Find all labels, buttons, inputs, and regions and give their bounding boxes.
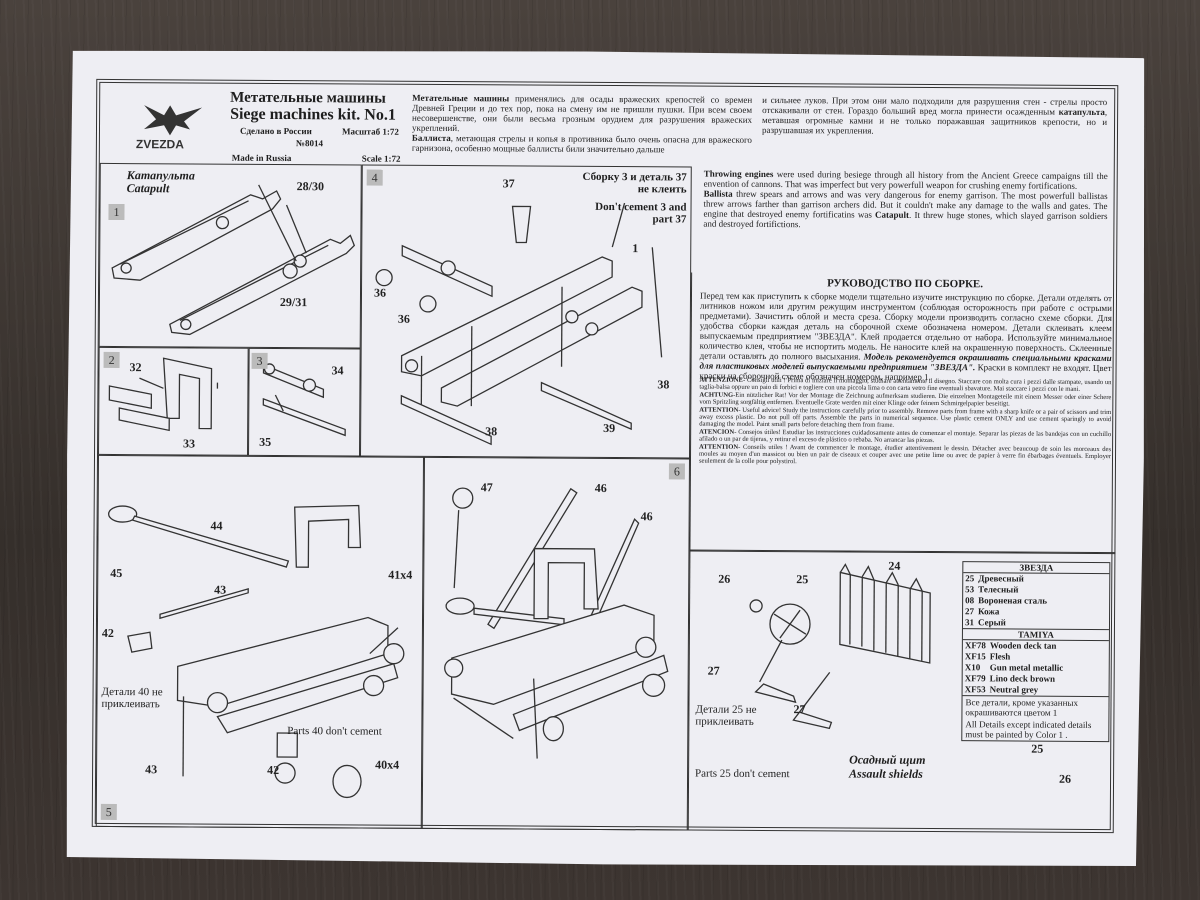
- step-7-note-ru: Детали 25 не приклеивать: [695, 703, 757, 728]
- step-2-number: 2: [104, 352, 120, 368]
- step-5-note-en: Parts 40 don't cement: [287, 725, 382, 738]
- assembly-ru-text: Перед тем как приступить к сборке модели…: [699, 290, 1113, 382]
- step-6-drawing: [423, 458, 690, 831]
- title-en: Siege machines kit. No.1: [230, 105, 396, 124]
- note-en: ATTENTION- Useful advice! Study the inst…: [699, 406, 1112, 430]
- zvezda-logo: ZVEZDA: [130, 101, 225, 152]
- made-ru: Сделано в России: [239, 125, 312, 137]
- step-7-drawing: [689, 552, 961, 834]
- part-label: 47: [480, 480, 493, 495]
- part-label: 28/30: [296, 179, 325, 194]
- part-label: 24: [888, 558, 901, 573]
- part-label: 42: [267, 762, 280, 778]
- instruction-sheet: ZVEZDA Метательные машины Siege machines…: [64, 47, 1149, 870]
- part-label: 25: [1031, 741, 1044, 756]
- paint-note-ru: Все детали, кроме указанных окрашиваются…: [962, 695, 1108, 719]
- paint-brand-tamiya: TAMIYA: [963, 628, 1109, 641]
- part-label: 46: [594, 480, 607, 496]
- step-5-note-ru: Детали 40 не приклеивать: [101, 685, 163, 711]
- assembly-multilang: ATTENZIONE- Consigli utili ! Prima di in…: [699, 377, 1112, 468]
- part-label: 39: [603, 420, 616, 436]
- brand-name: ZVEZDA: [136, 137, 184, 151]
- part-label: 46: [640, 509, 653, 524]
- assembly-heading: РУКОВОДСТВО ПО СБОРКЕ.: [827, 277, 984, 291]
- step-2-panel: 2 32 33: [98, 347, 249, 456]
- step-4-number: 4: [367, 170, 383, 186]
- step-1-panel: Катапульта Catapult 1 28/30 29/31: [99, 163, 362, 349]
- step-4-panel: 4 Сборку 3 и деталь 37 не клеить Don't c…: [360, 165, 692, 459]
- step-4-note-ru: Сборку 3 и деталь 37 не клеить: [582, 170, 687, 196]
- note-fr: ATTENTION- Conseils utiles ! Avant de co…: [698, 443, 1112, 466]
- step-5-panel: 5 44 45 43 42 41x4 43 42 40x4 Детали 40 …: [96, 455, 424, 829]
- sheet-frame: ZVEZDA Метательные машины Siege machines…: [92, 79, 1119, 833]
- part-label: 27: [707, 663, 720, 678]
- part-label: 32: [129, 360, 142, 375]
- step-5-drawing: [97, 456, 424, 829]
- step-1-title-en: Catapult: [126, 181, 170, 196]
- step-3-panel: 3 34 35: [248, 348, 361, 457]
- part-label: 45: [110, 565, 123, 581]
- step-7-panel: 26 25 24 27 27 25 26 Детали 25 не прикле…: [688, 551, 1116, 834]
- part-label: 29/31: [279, 295, 308, 310]
- part-label: 43: [214, 582, 227, 597]
- part-label: 42: [101, 625, 114, 640]
- part-label: 26: [1059, 771, 1072, 786]
- scale-en: Scale 1:72: [361, 153, 401, 164]
- part-label: 38: [485, 424, 498, 439]
- step-1-drawing: [100, 164, 362, 349]
- part-label: 34: [331, 363, 344, 378]
- paint-note-en: All Details except indicated details mus…: [965, 719, 1092, 740]
- part-label: 1: [632, 241, 639, 256]
- part-label: 35: [259, 434, 272, 449]
- intro-ru-left: Метательные машины применялись для осады…: [411, 92, 753, 155]
- step-6-number: 6: [669, 463, 685, 479]
- made-en: Made in Russia: [231, 152, 292, 164]
- step-4-drawing: [361, 166, 692, 459]
- step-7-title-en: Assault shields: [849, 766, 923, 781]
- part-label: 26: [718, 571, 731, 586]
- kit-number: №8014: [295, 138, 323, 149]
- step-1-number: 1: [108, 204, 124, 220]
- part-label: 37: [502, 176, 515, 191]
- assembly-instructions-panel: РУКОВОДСТВО ПО СБОРКЕ. Перед тем как при…: [689, 273, 1117, 554]
- part-label: 40x4: [375, 757, 400, 772]
- intro-en: Throwing engines were used during besieg…: [703, 168, 1108, 230]
- step-3-drawing: [249, 349, 361, 457]
- step-4-note-en: Don't cement 3 and part 37: [595, 200, 687, 226]
- part-label: 25: [796, 572, 809, 587]
- part-label: 36: [397, 311, 410, 326]
- scale-ru: Масштаб 1:72: [341, 126, 399, 137]
- step-2-drawing: [99, 348, 249, 456]
- step-3-number: 3: [252, 353, 268, 369]
- part-label: 33: [183, 436, 196, 451]
- step-6-panel: 6 47 46 46: [422, 457, 690, 831]
- paint-brand-zvezda: ЗВЕЗДА: [963, 562, 1109, 574]
- part-label: 38: [657, 377, 670, 392]
- part-label: 43: [145, 762, 158, 777]
- intro-ru-right: и сильнее луков. При этом они мало подхо…: [761, 94, 1108, 136]
- step-7-note-en: Parts 25 don't cement: [695, 767, 790, 781]
- part-label: 36: [373, 285, 387, 300]
- step-5-number: 5: [101, 804, 117, 820]
- part-label: 41x4: [388, 567, 413, 582]
- part-label: 44: [210, 518, 223, 533]
